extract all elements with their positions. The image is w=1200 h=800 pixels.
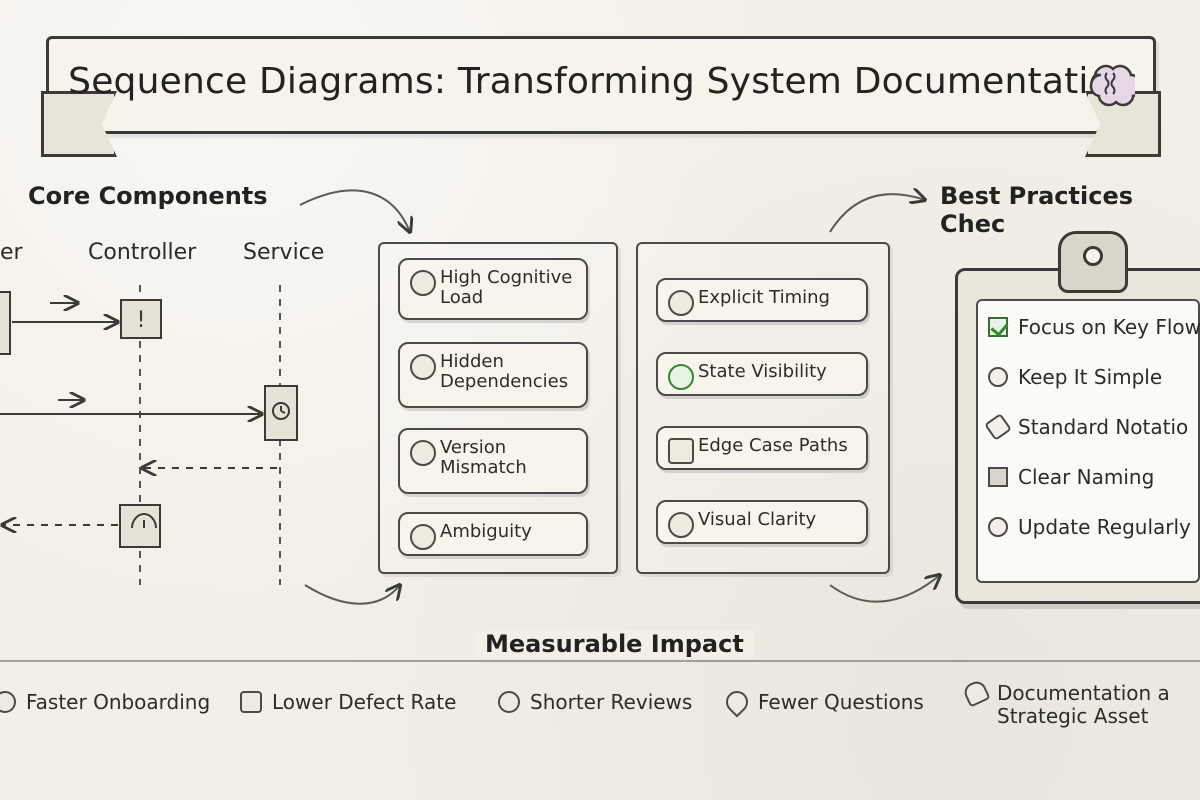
best-practice-label: Keep It Simple — [1018, 365, 1163, 389]
square-icon — [988, 467, 1008, 487]
solution-explicit-timing: Explicit Timing — [656, 278, 868, 322]
impact-item: Fewer Questions — [721, 686, 924, 718]
best-practice-item: Keep It Simple — [988, 362, 1200, 392]
solutions-pane: Explicit Timing State Visibility Edge Ca… — [636, 242, 890, 574]
best-practice-label: Clear Naming — [1018, 465, 1155, 489]
participant-label-left: er — [0, 240, 23, 265]
swirl-icon — [988, 367, 1008, 387]
problem-version-mismatch: Version Mismatch — [398, 428, 588, 494]
participant-label-service: Service — [243, 240, 325, 265]
broken-link-icon — [410, 354, 436, 380]
question-lightbulb-icon — [410, 524, 436, 550]
problem-ambiguity: Ambiguity — [398, 512, 588, 556]
bar-chart-icon — [240, 691, 262, 713]
solution-state-visibility: State Visibility — [656, 352, 868, 396]
impact-label: Faster Onboarding — [26, 690, 211, 714]
problem-label: High Cognitive Load — [440, 267, 573, 309]
best-practice-item: Standard Notatio — [984, 412, 1200, 442]
problem-high-cognitive-load: High Cognitive Load — [398, 258, 588, 320]
page-title: Sequence Diagrams: Transforming System D… — [68, 61, 1134, 102]
solution-label: Visual Clarity — [698, 509, 817, 530]
problem-label: Ambiguity — [440, 521, 532, 542]
problem-label: Hidden Dependencies — [440, 351, 569, 393]
best-practice-item: Update Regularly — [988, 512, 1200, 542]
title-banner: Sequence Diagrams: Transforming System D… — [41, 36, 1161, 157]
pin-icon — [721, 686, 753, 718]
best-practice-label: Standard Notatio — [1018, 415, 1189, 439]
clipboard-clip — [1058, 231, 1128, 293]
measurable-impact-title: Measurable Impact — [475, 630, 754, 658]
impact-label: Lower Defect Rate — [272, 690, 457, 714]
best-practice-item: Focus on Key Flow — [988, 312, 1200, 342]
impact-item: Shorter Reviews — [498, 690, 692, 714]
brain-icon — [1089, 64, 1135, 107]
problem-hidden-dependencies: Hidden Dependencies — [398, 342, 588, 408]
best-practices-title: Best Practices Chec — [940, 182, 1134, 238]
list-arrows-icon — [668, 438, 694, 464]
refresh-icon — [988, 517, 1008, 537]
solution-edge-case-paths: Edge Case Paths — [656, 426, 868, 470]
impact-label: Shorter Reviews — [530, 690, 693, 714]
problem-label: Version Mismatch — [440, 437, 527, 479]
core-components-title: Core Components — [28, 182, 268, 210]
sparkle-arrow-icon — [668, 512, 694, 538]
impact-item: Faster Onboarding — [0, 690, 210, 714]
arrow-icon — [498, 691, 520, 713]
solution-label: Edge Case Paths — [698, 435, 848, 456]
solution-label: Explicit Timing — [698, 287, 830, 308]
checkmark-icon — [668, 364, 694, 390]
participant-label-controller: Controller — [88, 240, 197, 265]
impact-item: Documentation a Strategic Asset — [961, 678, 1170, 728]
clipboard-paper — [976, 299, 1200, 583]
best-practice-label: Update Regularly — [1018, 515, 1191, 539]
clock-icon — [668, 290, 694, 316]
pencil-icon — [984, 413, 1012, 441]
best-practice-item: Clear Naming — [988, 462, 1200, 492]
impact-label: Documentation a Strategic Asset — [997, 681, 1170, 728]
clock-icon — [0, 691, 16, 713]
solution-label: State Visibility — [698, 361, 827, 382]
best-practices-clipboard — [955, 231, 1200, 604]
warning-gear-icon — [410, 270, 436, 296]
gear-icon — [410, 440, 436, 466]
impact-label: Fewer Questions — [758, 690, 924, 714]
solution-visual-clarity: Visual Clarity — [656, 500, 868, 544]
best-practice-label: Focus on Key Flow — [1018, 315, 1200, 339]
problems-pane: High Cognitive Load Hidden Dependencies … — [378, 242, 618, 574]
rocket-icon — [961, 678, 991, 708]
checked-box-icon — [988, 317, 1008, 337]
impact-divider — [0, 660, 1200, 662]
impact-item: Lower Defect Rate — [240, 690, 456, 714]
